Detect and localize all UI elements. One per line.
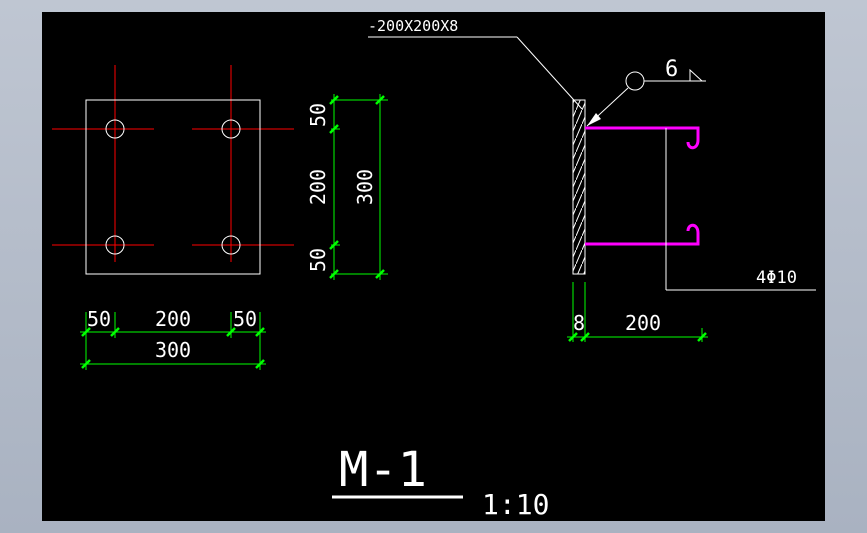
tick xyxy=(580,332,590,342)
plate-horizontal-dimensions: 50 200 50 300 xyxy=(80,307,266,370)
bolt-hole-top-left xyxy=(105,119,125,139)
drawing-scale: 1:10 xyxy=(482,488,549,521)
tick xyxy=(81,359,91,369)
dim-text-top: 50 xyxy=(306,103,330,127)
rebar-spec-label: 4Φ10 xyxy=(756,268,797,288)
section-view: -200X200X8 6 4Φ10 xyxy=(368,17,816,342)
bolt-hole-top-right xyxy=(221,119,241,139)
centerlines xyxy=(52,65,294,262)
tick xyxy=(329,269,339,279)
plate-plan-view xyxy=(52,65,294,275)
tick xyxy=(375,95,385,105)
bolt-hole-bottom-left xyxy=(105,235,125,255)
rebar-anchor-bottom xyxy=(585,223,700,246)
dim-text-anchor-length: 200 xyxy=(625,311,661,335)
weld-arrowhead xyxy=(587,113,601,126)
tick xyxy=(255,359,265,369)
cad-drawing-canvas[interactable]: 50 200 50 300 50 200 50 300 xyxy=(42,12,825,521)
tick xyxy=(110,327,120,337)
dim-text-total-v: 300 xyxy=(353,169,377,205)
plate-outline xyxy=(85,99,261,275)
dim-text-right: 50 xyxy=(233,307,257,331)
plate-spec-label: -200X200X8 xyxy=(368,17,458,35)
tick xyxy=(329,240,339,250)
dim-text-middle-v: 200 xyxy=(306,169,330,205)
tick xyxy=(568,332,578,342)
plate-section xyxy=(572,99,586,275)
tick xyxy=(226,327,236,337)
tick xyxy=(329,95,339,105)
dim-text-left: 50 xyxy=(87,307,111,331)
drawing-title: M-1 xyxy=(339,442,427,498)
tick xyxy=(255,327,265,337)
spec-leader-line xyxy=(516,36,583,110)
tick xyxy=(81,327,91,337)
cad-drawing: 50 200 50 300 50 200 50 300 xyxy=(52,17,816,521)
rebar-anchor-top xyxy=(585,126,700,150)
plate-vertical-dimensions: 50 200 50 300 xyxy=(306,94,388,280)
tick xyxy=(697,332,707,342)
title-block: M-1 1:10 xyxy=(332,442,549,521)
tick xyxy=(375,269,385,279)
dim-text-middle: 200 xyxy=(155,307,191,331)
fillet-weld-symbol xyxy=(689,68,703,82)
weld-all-around-circle xyxy=(625,71,645,91)
dim-text-total: 300 xyxy=(155,338,191,362)
tick xyxy=(329,124,339,134)
dim-text-thickness: 8 xyxy=(573,311,585,335)
weld-size-label: 6 xyxy=(665,57,678,82)
bolt-hole-bottom-right xyxy=(221,235,241,255)
rebar-anchors xyxy=(585,126,700,246)
dim-text-bottom: 50 xyxy=(306,248,330,272)
